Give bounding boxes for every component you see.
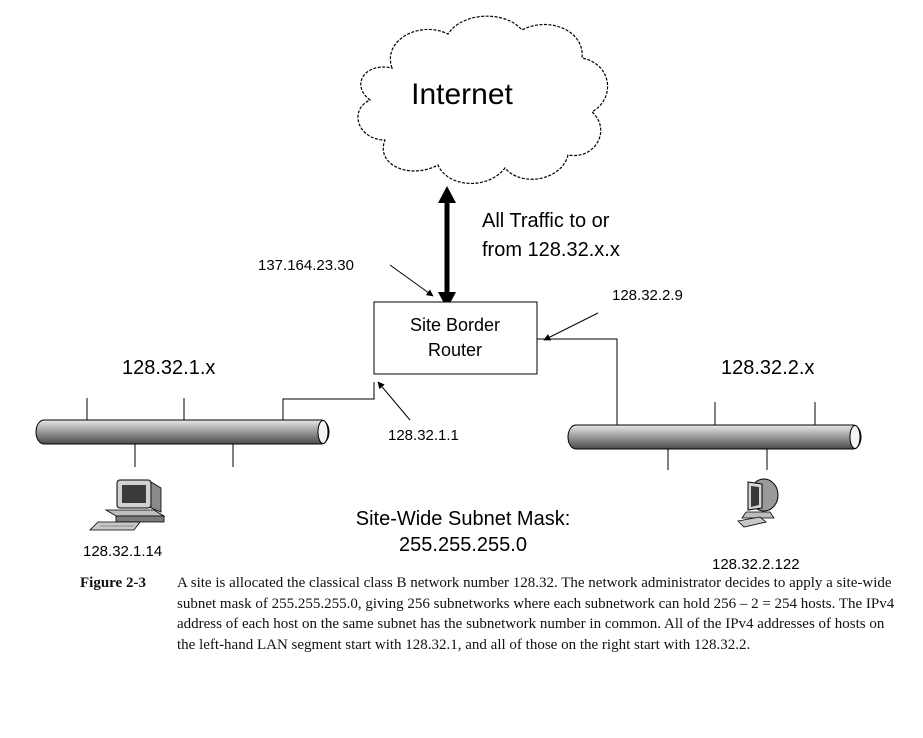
external-ip-pointer <box>389 264 434 297</box>
figure-caption-text: A site is allocated the classical class … <box>177 575 895 653</box>
traffic-arrow <box>438 186 456 309</box>
internet-label: Internet <box>411 78 513 111</box>
network-diagram: Internet All Traffic to or from 128.32.x… <box>35 15 862 570</box>
router-external-ip-label: 137.164.23.30 <box>258 257 354 274</box>
router-label-line2: Router <box>428 340 482 360</box>
site-border-router: Site Border Router <box>373 301 538 375</box>
left-ip-pointer <box>377 381 411 421</box>
right-lan-cable <box>567 402 862 470</box>
right-subnet-label: 128.32.2.x <box>721 357 814 379</box>
desktop-computer-icon <box>89 479 166 531</box>
router-right-link <box>537 338 618 425</box>
traffic-label-line2: from 128.32.x.x <box>482 239 620 261</box>
left-lan-cable <box>35 398 330 467</box>
traffic-label-line1: All Traffic to or <box>482 210 610 232</box>
figure-caption: Figure 2-3 A site is allocated the class… <box>80 573 900 655</box>
right-ip-pointer <box>543 312 599 341</box>
router-label-line1: Site Border <box>410 315 500 335</box>
subnet-mask-value: 255.255.255.0 <box>399 534 527 556</box>
figure-label: Figure 2-3 <box>80 575 146 591</box>
left-subnet-label: 128.32.1.x <box>122 357 215 379</box>
left-host-ip-label: 128.32.1.14 <box>83 543 162 560</box>
right-host-ip-label: 128.32.2.122 <box>712 556 800 570</box>
router-left-ip-label: 128.32.1.1 <box>388 427 459 444</box>
router-left-link <box>282 382 375 421</box>
router-right-ip-label: 128.32.2.9 <box>612 287 683 304</box>
subnet-mask-title: Site-Wide Subnet Mask: <box>356 508 571 530</box>
internet-cloud: Internet <box>357 15 609 184</box>
workstation-icon <box>737 478 779 528</box>
